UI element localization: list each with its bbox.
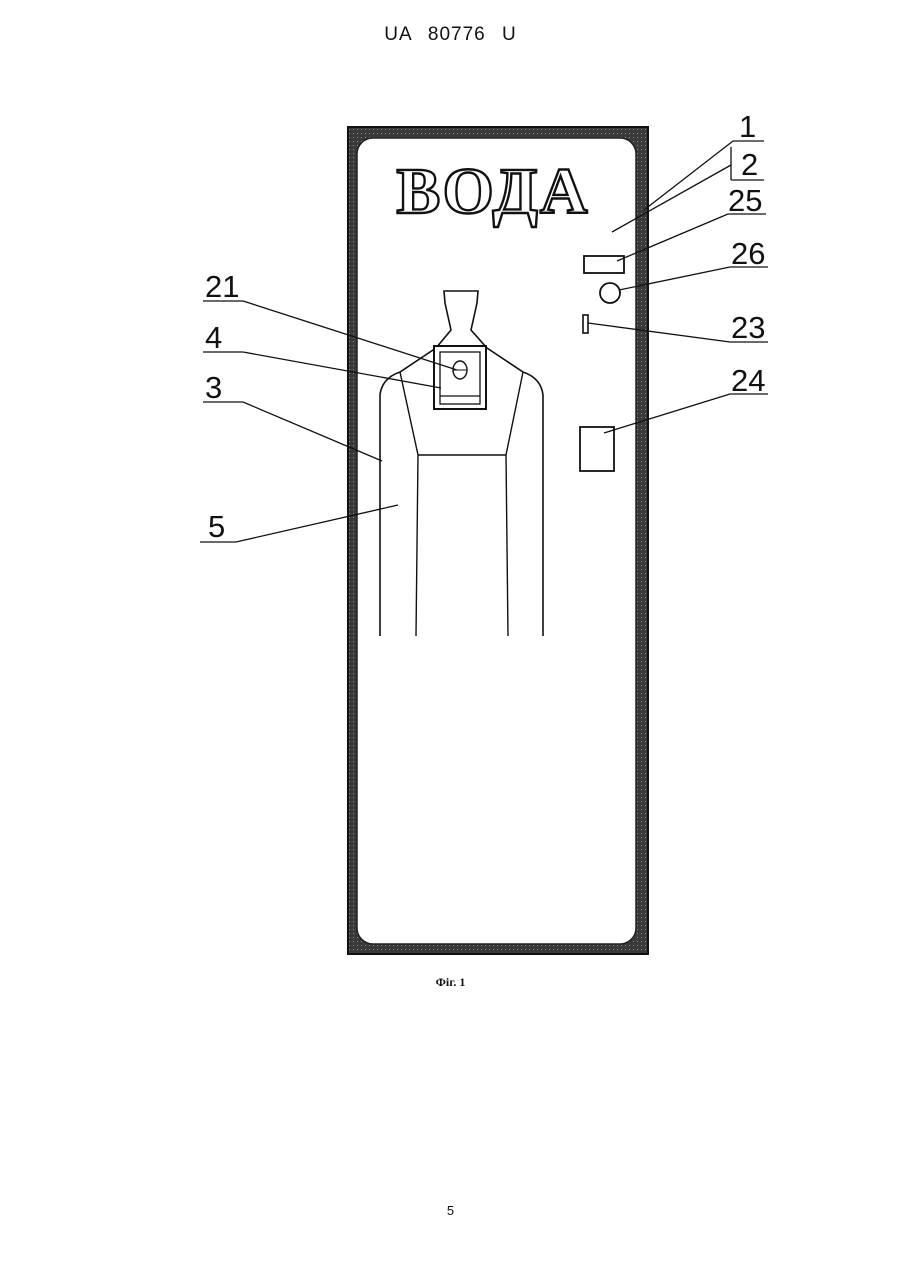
label-2: 2 [741, 147, 758, 182]
button-26 [600, 283, 620, 303]
label-24: 24 [731, 363, 765, 398]
figure-caption: Фіг. 1 [0, 975, 901, 990]
hatch-24 [580, 427, 614, 471]
label-21: 21 [205, 269, 239, 304]
display-25 [584, 256, 624, 273]
label-1: 1 [739, 109, 756, 144]
label-4: 4 [205, 320, 222, 355]
label-3: 3 [205, 370, 222, 405]
coin-slot-23 [583, 315, 588, 333]
brand-lettering: ВОДА [396, 155, 589, 228]
leader-1-diag [644, 141, 733, 210]
dispense-niche-outer [434, 346, 486, 409]
page-number: 5 [0, 1203, 901, 1218]
label-23: 23 [731, 310, 765, 345]
label-5: 5 [208, 509, 225, 544]
label-26: 26 [731, 236, 765, 271]
label-25: 25 [728, 183, 762, 218]
